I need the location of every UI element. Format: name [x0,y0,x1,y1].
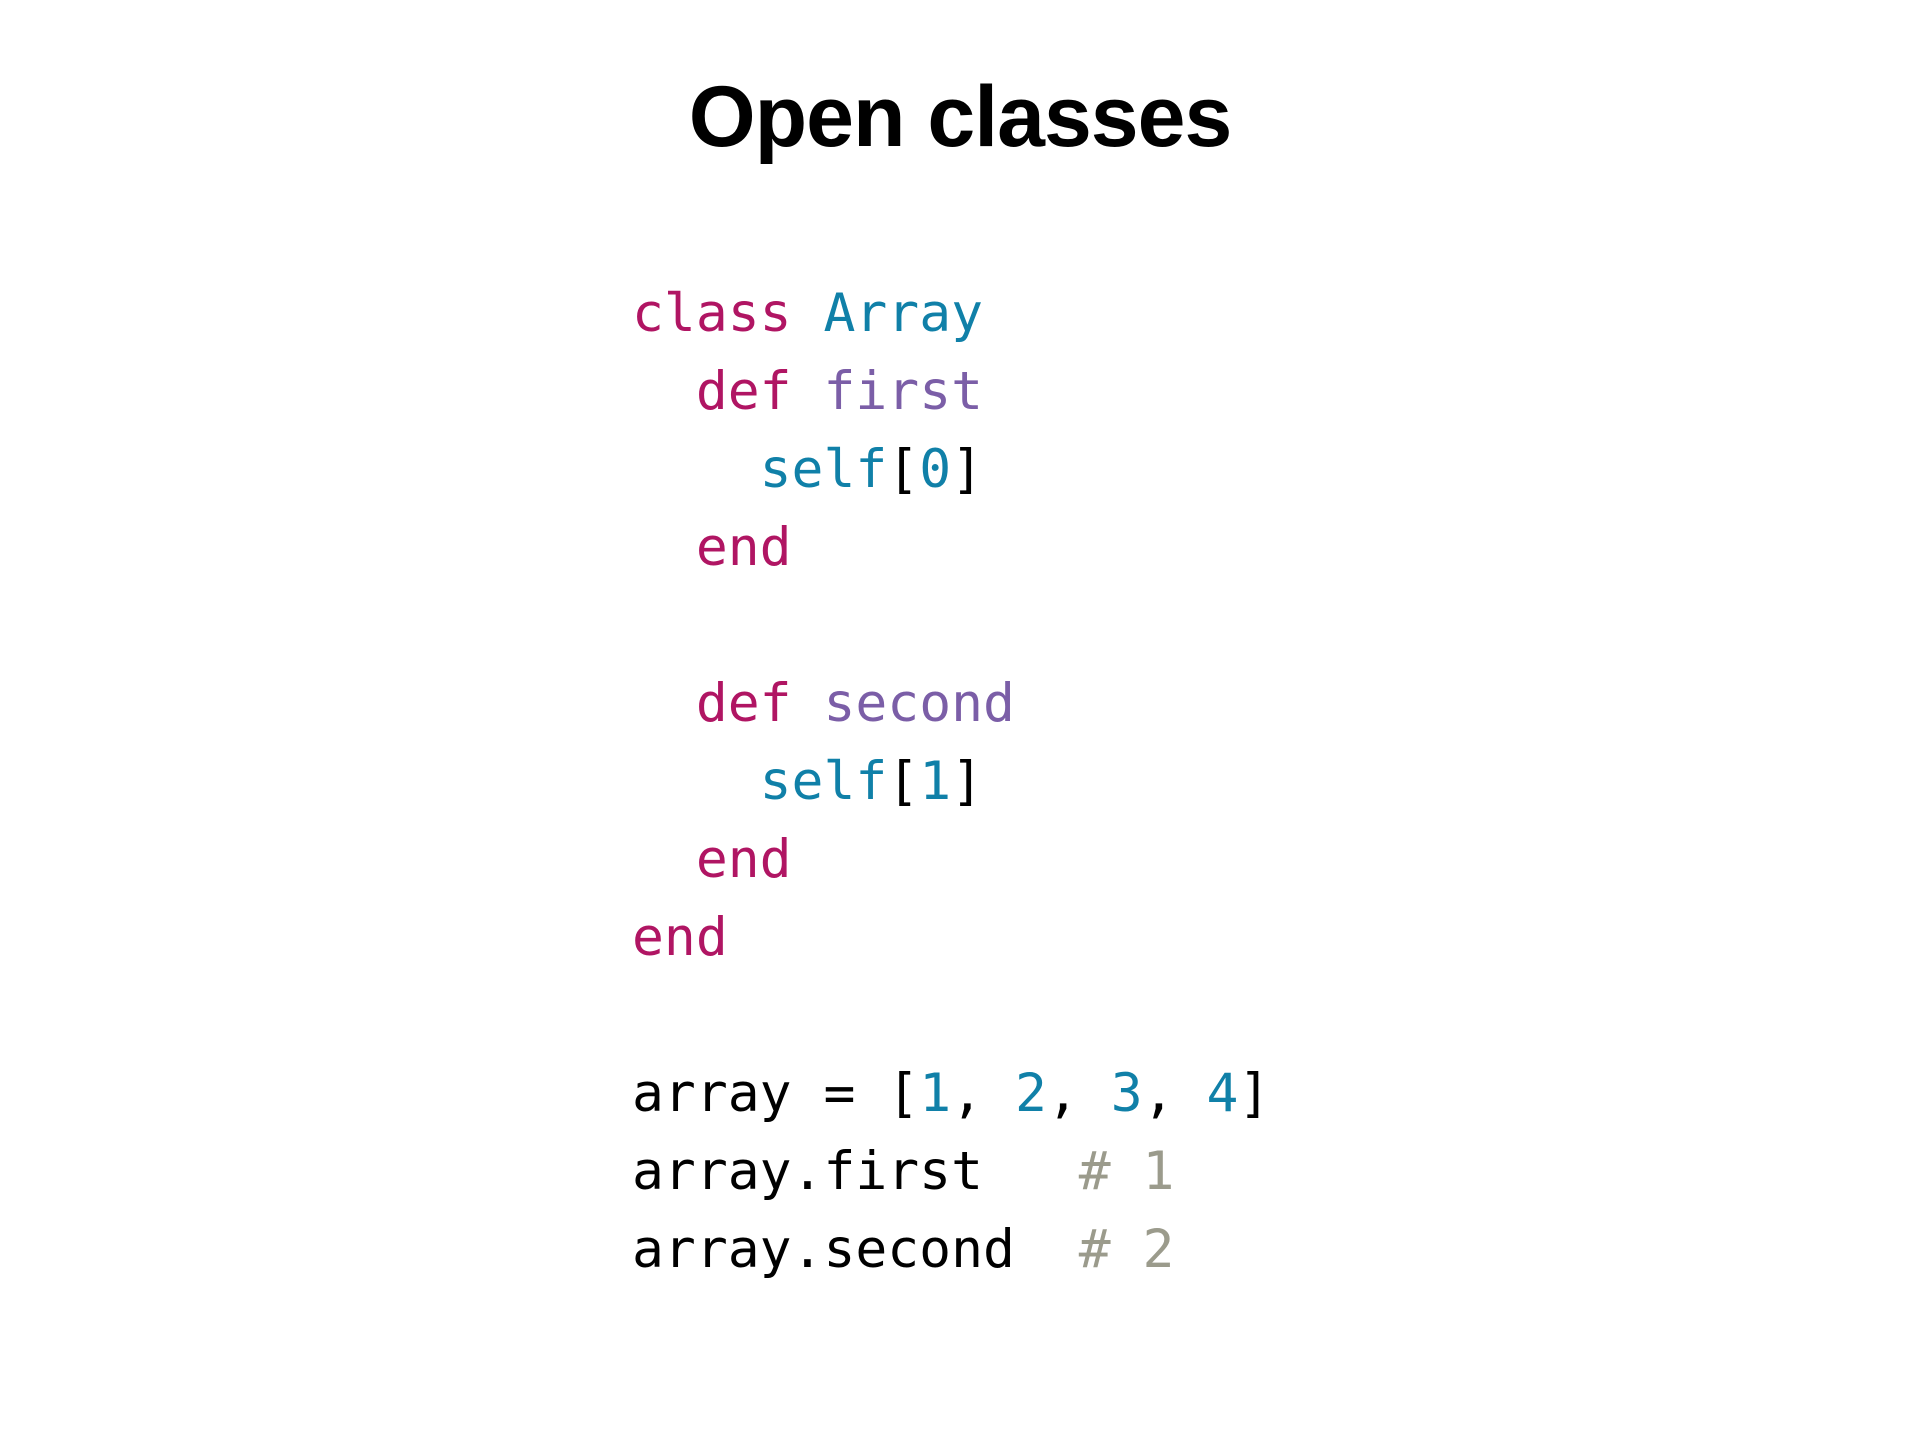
code-line: class Array [632,275,1270,353]
code-token-punct: ] [951,751,984,812]
code-token-number: 2 [1014,1063,1047,1124]
code-token-keyword: end [695,517,792,578]
code-token-number: 0 [919,439,952,500]
code-token-punct: ] [951,439,984,500]
code-token-keyword: def [695,673,792,734]
code-token-space [792,361,824,422]
code-token-self: self [759,751,888,812]
code-token-number: 3 [1110,1063,1143,1124]
code-token-space [632,673,696,734]
code-token-plain: array.first [632,1141,983,1202]
code-line: self[0] [632,431,1270,509]
code-token-number: 1 [919,751,952,812]
code-token-punct: [ [887,751,920,812]
code-token-plain: array.second [632,1219,1015,1280]
code-token-number: 4 [1206,1063,1239,1124]
code-token-space [792,673,824,734]
code-line: end [632,509,1270,587]
code-token-space [632,439,760,500]
code-token-space [632,361,696,422]
code-token-self: self [759,439,888,500]
code-token-method: first [823,361,984,422]
page-title: Open classes [688,68,1233,165]
code-token-space [632,517,696,578]
code-token-space [632,829,696,890]
code-line: array = [1, 2, 3, 4] [632,1055,1270,1133]
code-token-punct: [ [887,1063,920,1124]
code-token-punct: ] [1238,1063,1271,1124]
code-line: array.first # 1 [632,1133,1270,1211]
code-token-keyword: class [632,283,792,344]
code-token-keyword: end [632,907,728,968]
code-token-punct: , [1142,1063,1207,1124]
code-token-space [1015,1219,1079,1280]
code-token-number: 1 [919,1063,952,1124]
code-token-punct: [ [887,439,920,500]
code-token-plain: array = [632,1063,888,1124]
code-token-comment: # 2 [1078,1219,1175,1280]
code-token-keyword: end [695,829,792,890]
code-line: array.second # 2 [632,1211,1270,1289]
code-token-space [632,751,760,812]
code-line [632,977,1270,1055]
code-token-method: second [823,673,1015,734]
code-token-punct: , [1046,1063,1111,1124]
code-line: end [632,821,1270,899]
code-line: def second [632,665,1270,743]
code-token-comment: # 1 [1078,1141,1175,1202]
code-token-keyword: def [695,361,792,422]
code-line: self[1] [632,743,1270,821]
code-token-class: Array [823,283,984,344]
code-line: end [632,899,1270,977]
code-token-space [792,283,824,344]
code-token-space [983,1141,1079,1202]
code-line [632,587,1270,665]
code-token-punct: , [951,1063,1015,1124]
code-block: class Array def first self[0] end def se… [632,275,1270,1289]
code-line: def first [632,353,1270,431]
